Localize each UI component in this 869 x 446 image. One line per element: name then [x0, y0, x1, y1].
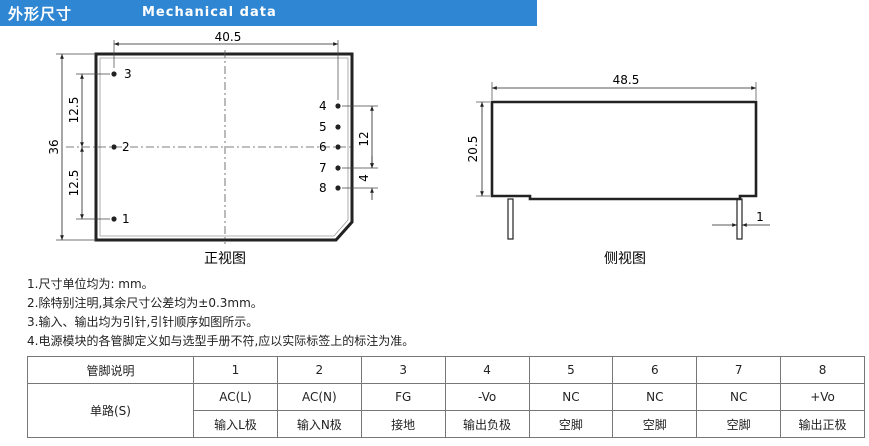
notes-list: 1.尺寸单位均为: mm。 2.除特别注明,其余尺寸公差均为±0.3mm。 3.…	[27, 275, 414, 351]
pin-3-label: 3	[124, 67, 132, 81]
side-pin-right	[736, 198, 743, 240]
pin-signal-cell: NC	[696, 383, 782, 411]
pin-8-dot	[335, 185, 341, 191]
pin-5-label: 5	[319, 120, 327, 134]
pin-width-dim-label: 1	[756, 210, 764, 224]
pin-number-cell: 4	[444, 356, 530, 384]
front-view-caption: 正视图	[204, 251, 246, 267]
pin-function-cell: 接地	[360, 410, 446, 438]
pin-function-row: 输入L极 输入N极 接地 输出负极 空脚 空脚 空脚 输出正极	[28, 410, 865, 438]
height-dim-label: 36	[47, 139, 61, 154]
half-bottom-dim-label: 12.5	[67, 170, 81, 197]
pin-signal-cell: AC(L)	[193, 383, 278, 411]
pin-function-cell: 输入N极	[276, 410, 362, 438]
pin-number-cell: 7	[696, 356, 782, 384]
front-inner-outline	[99, 57, 349, 237]
note-3: 3.输入、输出均为引针,引针顺序如图所示。	[27, 315, 259, 329]
pin-7-label: 7	[319, 161, 327, 175]
pin-table-header: 管脚说明	[27, 356, 194, 384]
pin-signal-cell: -Vo	[444, 383, 530, 411]
pin-signal-cell: AC(N)	[276, 383, 362, 411]
pin-pitch-dim-label: 4	[357, 174, 371, 182]
pin-number-cell: 2	[276, 356, 362, 384]
pin-6-dot	[335, 144, 341, 150]
note-1: 1.尺寸单位均为: mm。	[27, 277, 154, 291]
pin-6-label: 6	[319, 140, 327, 154]
pin-number-cell: 1	[193, 356, 278, 384]
pin-span-dim-label: 12	[357, 131, 371, 146]
pin-number-row: 管脚说明 1 2 3 4 5 6 7 8	[27, 356, 865, 384]
pin-2-label: 2	[122, 140, 130, 154]
side-height-dim-label: 20.5	[466, 136, 480, 163]
front-view: 40.5 36 12.5 12.5 3 2 1 4 5 6 7 8	[47, 30, 378, 267]
side-outline	[490, 100, 758, 201]
note-2: 2.除特别注明,其余尺寸公差均为±0.3mm。	[27, 296, 263, 310]
pin-8-label: 8	[319, 181, 327, 195]
front-outline	[94, 52, 354, 242]
pin-function-cell: 输入L极	[193, 410, 278, 438]
pin-4-dot	[335, 103, 341, 109]
length-dim-label: 48.5	[613, 73, 640, 87]
pin-signal-cell: FG	[360, 383, 446, 411]
note-4: 4.电源模块的各管脚定义如与选型手册不符,应以实际标签上的标注为准。	[27, 334, 415, 348]
pin-7-dot	[335, 165, 341, 171]
pin-function-cell: 空脚	[528, 410, 614, 438]
pin-number-cell: 3	[360, 356, 446, 384]
side-pin-left	[507, 198, 514, 240]
pin-definition-table: 管脚说明 1 2 3 4 5 6 7 8 单路(S) AC(L) AC(N) F…	[27, 356, 865, 438]
pin-3-dot	[111, 71, 117, 77]
pin-function-cell: 空脚	[696, 410, 782, 438]
pin-number-cell: 6	[612, 356, 698, 384]
pin-number-cell: 8	[780, 356, 865, 384]
section-title-cn: 外形尺寸	[8, 5, 73, 23]
pin-1-dot	[111, 216, 117, 222]
width-dim-label: 40.5	[215, 30, 242, 44]
half-top-dim-label: 12.5	[67, 97, 81, 124]
pin-function-cell: 输出正极	[780, 410, 865, 438]
pin-signal-cell: NC	[612, 383, 698, 411]
pin-function-cell: 空脚	[612, 410, 698, 438]
section-title-en: Mechanical data	[142, 5, 277, 20]
pin-signal-cell: +Vo	[780, 383, 865, 411]
pin-function-cell: 输出负极	[444, 410, 530, 438]
pin-number-cell: 5	[528, 356, 614, 384]
side-view-caption: 侧视图	[604, 251, 646, 267]
output-type-label: 单路(S)	[27, 383, 194, 438]
section-header: 外形尺寸 Mechanical data	[0, 0, 537, 26]
pin-4-label: 4	[319, 99, 327, 113]
pin-1-label: 1	[122, 212, 130, 226]
pin-2-dot	[111, 144, 117, 150]
pin-signal-row: 单路(S) AC(L) AC(N) FG -Vo NC NC NC +Vo	[27, 383, 865, 438]
pin-signal-cell: NC	[528, 383, 614, 411]
side-view: 48.5 20.5 1 侧视图	[466, 73, 770, 267]
pin-5-dot	[335, 124, 341, 130]
